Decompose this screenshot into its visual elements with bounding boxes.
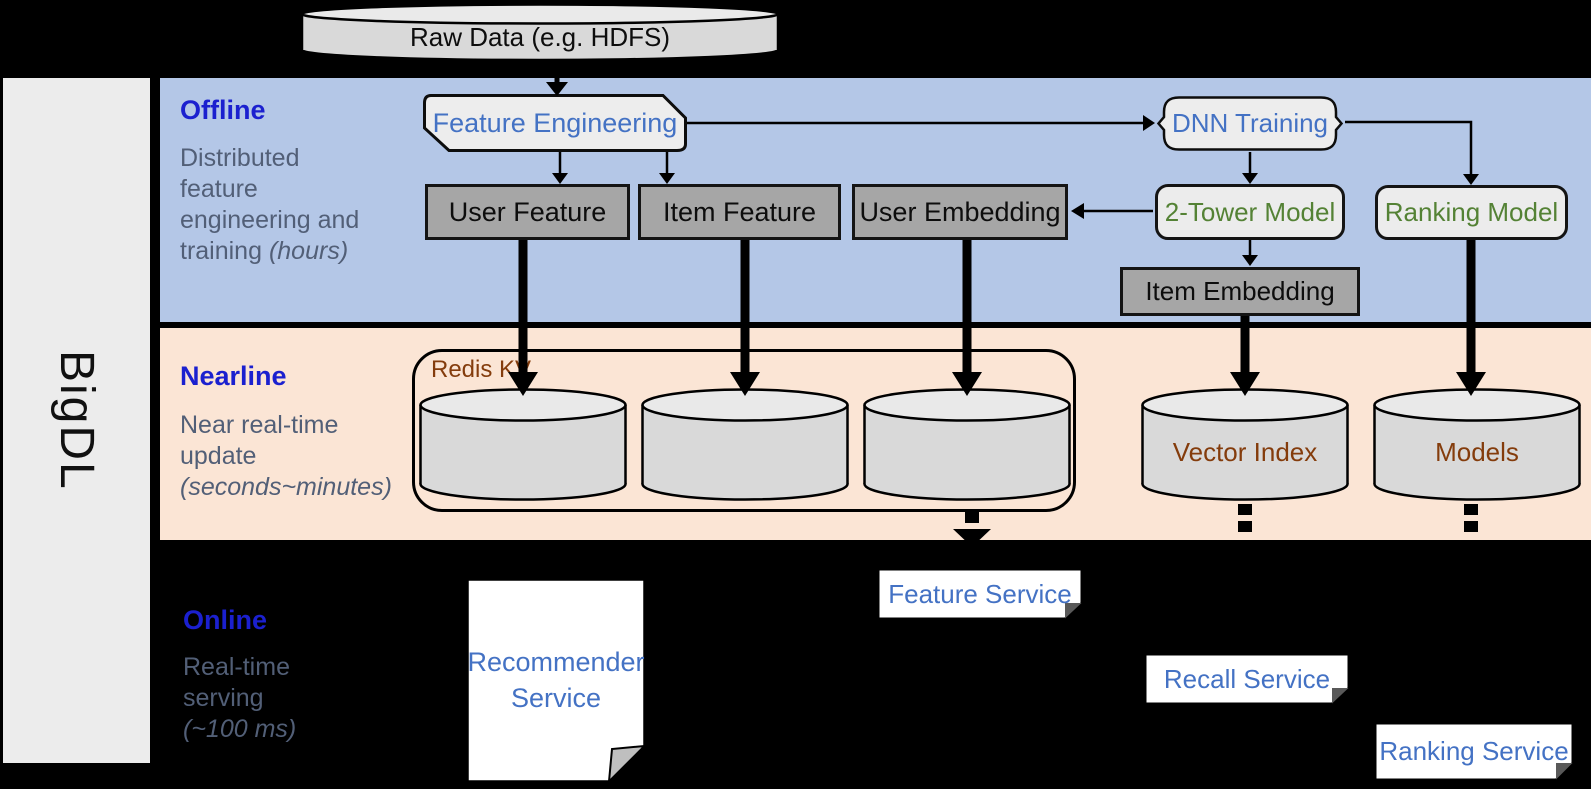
bigdl-sidebar: BigDL (3, 78, 150, 763)
online-title: Online (183, 605, 268, 635)
folded-note-icon (1144, 653, 1350, 705)
user-feature-node: User Feature (425, 184, 630, 240)
online-subtitle: Real-time serving (~100 ms) (183, 653, 297, 743)
document-icon (466, 578, 646, 783)
double-brace-icon (1156, 96, 1344, 151)
redis-cylinder-2 (640, 388, 850, 502)
two-tower-model-node: 2-Tower Model (1155, 184, 1345, 240)
offline-title: Offline (180, 95, 266, 125)
feature-engineering-node: Feature Engineering (423, 94, 687, 152)
folded-note-icon (1374, 722, 1574, 781)
two-tower-model-label: 2-Tower Model (1164, 196, 1336, 227)
feature-engineering-label: Feature Engineering (432, 107, 678, 138)
redis-cylinder-3 (862, 388, 1072, 502)
vector-index-store: Vector Index (1140, 388, 1350, 502)
item-feature-label: Item Feature (662, 196, 817, 227)
ranking-service-label: Ranking Service (1379, 736, 1569, 766)
bigdl-logo-text: BigDL (50, 350, 103, 491)
feature-service-node: Feature Service (877, 568, 1083, 620)
vector-index-label: Vector Index (1172, 436, 1318, 467)
redis-kv-label: Redis KV (431, 356, 532, 383)
redis-cylinder-1 (418, 388, 628, 502)
user-embedding-node: User Embedding (852, 184, 1068, 240)
models-label: Models (1435, 436, 1519, 467)
ranking-model-label: Ranking Model (1384, 197, 1559, 227)
cylinder-icon (300, 3, 780, 62)
raw-data-label: Raw Data (e.g. HDFS) (409, 21, 671, 52)
ranking-model-node: Ranking Model (1375, 185, 1568, 240)
nearline-subtitle: Near real-time update (seconds~minutes) (180, 411, 392, 501)
cylinder-icon (419, 388, 627, 501)
folded-note-icon (877, 568, 1083, 620)
recommender-service-node: Recommender Service (466, 578, 646, 783)
cylinder-icon (641, 388, 849, 501)
item-feature-node: Item Feature (638, 184, 841, 240)
item-embedding-label: Item Embedding (1145, 276, 1335, 306)
feature-service-label: Feature Service (888, 578, 1072, 609)
offline-subtitle: Distributed feature engineering and trai… (180, 144, 360, 265)
dnn-training-node: DNN Training (1155, 95, 1345, 152)
recall-service-label: Recall Service (1163, 663, 1331, 694)
item-embedding-node: Item Embedding (1120, 267, 1360, 316)
user-embedding-label: User Embedding (859, 196, 1061, 227)
recall-service-node: Recall Service (1144, 653, 1350, 705)
snip-rectangle-icon (423, 94, 687, 152)
recommender-service-label: Recommender Service (467, 647, 645, 713)
cylinder-icon (863, 388, 1071, 501)
dnn-training-label: DNN Training (1171, 108, 1329, 138)
raw-data-store: Raw Data (e.g. HDFS) (300, 3, 780, 63)
nearline-title: Nearline (180, 361, 287, 391)
user-feature-label: User Feature (448, 196, 607, 227)
ranking-service-node: Ranking Service (1374, 722, 1574, 781)
models-store: Models (1372, 388, 1582, 502)
